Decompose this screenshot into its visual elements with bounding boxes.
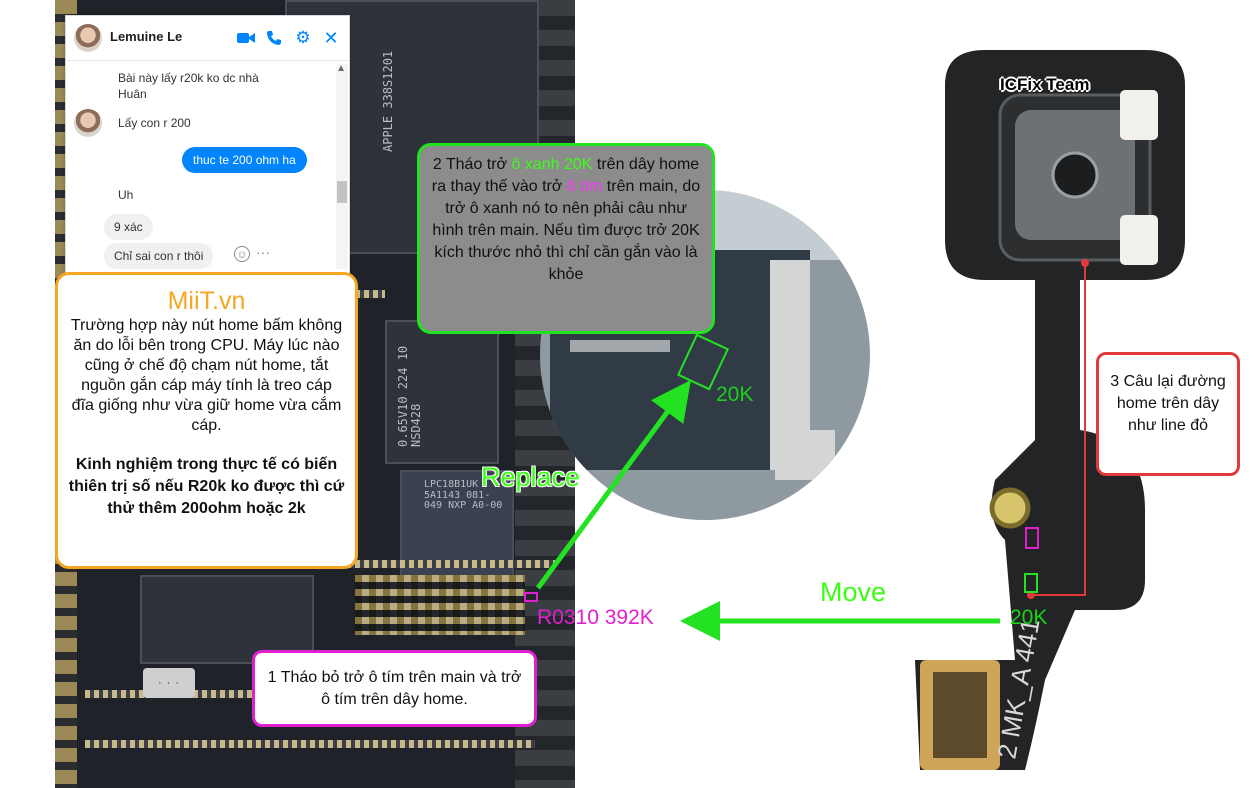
messenger-chat-window: Lemuine Le ⚙ ✕ Bài này lấy r20k ko dc nh… [65, 15, 350, 275]
zoom-20k-label: 20K [716, 383, 754, 406]
step-2-text: 2 Tháo trở [432, 156, 512, 173]
crystal-oscillator: · · · [143, 668, 195, 698]
close-icon[interactable]: ✕ [323, 27, 339, 48]
flex-20k-label: 20K [1010, 606, 1048, 629]
chat-message-sent: thuc te 200 ohm ha [182, 147, 307, 173]
avatar [74, 109, 102, 137]
r0310-marker [524, 592, 538, 602]
chat-message: 9 xác [104, 214, 153, 240]
r0310-label: R0310 392K [537, 606, 654, 629]
replace-label: Replace [481, 462, 581, 492]
smd-row [85, 740, 535, 748]
magenta-resistor-marker [1025, 527, 1039, 549]
move-label: Move [820, 577, 887, 607]
flex-contact-pad [1120, 90, 1158, 140]
home-sensor [1051, 151, 1099, 199]
flex-connector-pins [933, 672, 987, 758]
step-3-text: 3 Câu lại đường home trên dây như line đ… [1110, 373, 1226, 434]
icfix-watermark: ICFix Team [1000, 75, 1090, 94]
chat-message: Lấy con r 200 [118, 116, 191, 130]
flex-contact-pad [1120, 215, 1158, 265]
green-resistor-marker [1024, 573, 1038, 593]
chat-header: Lemuine Le ⚙ ✕ [66, 16, 349, 61]
step-1-note: 1 Tháo bỏ trở ô tím trên main và trở ô t… [252, 650, 537, 727]
chat-scrollbar[interactable] [336, 64, 348, 269]
nxp-chip-marking: LPC18B1UK 5A1143 081-049 NXP A0-00 [424, 479, 503, 511]
pmic-chip: 0.65V10 224 10 NSD428 [385, 320, 499, 464]
scroll-up-icon[interactable]: ▲ [336, 63, 346, 74]
step-2-text: trên dây home ra thay thế vào trở [431, 156, 700, 195]
more-icon[interactable]: ··· [256, 244, 270, 260]
brand-title: MiiT.vn [167, 287, 246, 315]
avatar[interactable] [74, 24, 102, 52]
home-flex-cable-photo: 2 MK_A 441 [915, 50, 1185, 770]
mount-hole [989, 487, 1031, 529]
video-call-icon[interactable] [236, 28, 256, 48]
phone-icon[interactable] [264, 28, 284, 48]
memory-chip [140, 575, 314, 664]
step-1-text: 1 Tháo bỏ trở ô tím trên main và trở ô t… [267, 669, 522, 708]
step-2-green-highlight: ô xanh 20K [511, 156, 593, 173]
red-route-line [1031, 263, 1086, 596]
route-endpoint [1081, 259, 1089, 267]
note-body: Trường hợp này nút home bấm không ăn do … [70, 317, 343, 434]
chat-message: Chỉ sai con r thôi [104, 243, 214, 269]
step-2-magenta-highlight: ô tím [566, 178, 603, 195]
zoom-pad [775, 430, 835, 480]
note-miit: MiiT.vn Trường hợp này nút home bấm khôn… [55, 272, 358, 569]
replace-arrow [535, 379, 691, 590]
smd-pad-array [355, 575, 525, 635]
gear-icon[interactable]: ⚙ [295, 28, 311, 47]
note-experience: Kinh nghiệm trong thực tế có biến thiên … [68, 456, 345, 517]
zoom-20k-marker [676, 333, 730, 391]
step-2-text: trên main, do trở ô xanh nó to nên phải … [432, 178, 701, 283]
step-3-note: 3 Câu lại đường home trên dây như line đ… [1096, 352, 1240, 476]
chat-message: Bài này lấy r20k ko dc nhà Huân [118, 71, 259, 101]
contact-name[interactable]: Lemuine Le [110, 29, 183, 44]
chat-message: Uh [118, 188, 134, 202]
emoji-icon[interactable]: ☺ [234, 246, 250, 262]
zoom-pad [570, 340, 670, 352]
chat-scrollbar-thumb[interactable] [337, 181, 347, 203]
step-2-note: 2 Tháo trở ô xanh 20K trên dây home ra t… [417, 143, 715, 334]
